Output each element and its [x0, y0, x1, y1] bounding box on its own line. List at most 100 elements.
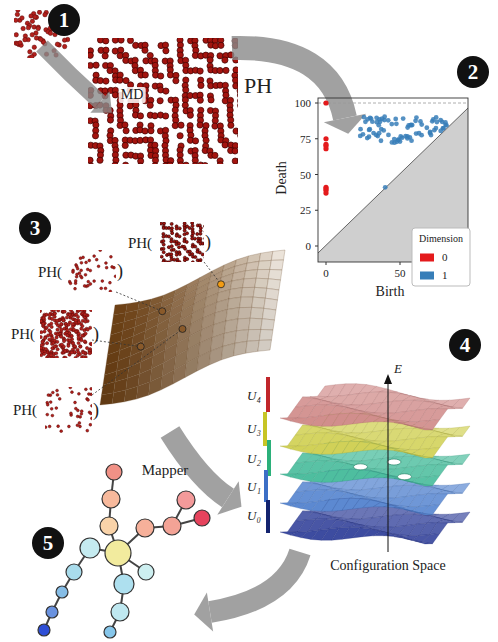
legend-title: Dimension: [419, 234, 463, 244]
particle: [204, 242, 205, 245]
dimension-1-point: [398, 134, 403, 139]
particle: [83, 340, 86, 343]
particle: [50, 322, 53, 325]
dimension-1-point: [409, 138, 414, 143]
leader-line: [116, 292, 166, 315]
particle: [60, 323, 63, 326]
particle: [44, 336, 47, 339]
particle: [105, 266, 108, 269]
sheet-cell: [430, 409, 448, 421]
particle: [162, 235, 165, 238]
tick-label: 75: [300, 134, 311, 145]
arrow-body: [210, 552, 300, 612]
dimension-1-point: [443, 122, 448, 127]
surface-cell: [238, 307, 252, 318]
particle: [43, 352, 46, 355]
particle: [60, 430, 63, 433]
particle: [67, 323, 70, 326]
persistence-diagram: [315, 98, 470, 286]
particle: [105, 262, 108, 265]
particle: [170, 240, 173, 243]
particle: [194, 245, 197, 248]
particle: [60, 343, 63, 346]
callout-text: 3: [30, 218, 41, 239]
particle: [93, 122, 99, 128]
ph-arrow: [232, 48, 366, 134]
particle: [178, 253, 181, 256]
surface-cell: [136, 382, 150, 399]
cover-interval: [264, 470, 268, 502]
particle: [122, 142, 128, 148]
particle: [73, 345, 76, 348]
particle: [178, 261, 181, 262]
surface-cell: [259, 251, 273, 261]
infinity-line: [318, 103, 468, 104]
surface-point: [137, 343, 144, 350]
particle: [170, 245, 173, 248]
particle: [103, 78, 109, 84]
particle: [81, 334, 84, 337]
legend-entry: 0: [420, 252, 448, 263]
particle: [68, 313, 71, 316]
particle: [177, 52, 183, 58]
particle: [88, 157, 93, 163]
legend-text: 1: [442, 270, 448, 281]
particle: [191, 261, 194, 262]
particle: [55, 42, 59, 46]
particle: [99, 250, 102, 252]
particle: [79, 345, 82, 348]
output-arrow: [194, 552, 300, 632]
particle: [157, 98, 163, 104]
particle: [237, 82, 238, 88]
tick: [315, 210, 318, 211]
particle: [84, 320, 87, 323]
arrow-body: [42, 46, 100, 102]
particle: [45, 326, 48, 329]
particle: [91, 404, 92, 407]
particle: [83, 285, 86, 288]
landscape-surface: [100, 250, 285, 405]
particle: [82, 356, 85, 358]
particle: [80, 339, 83, 342]
particle: [74, 287, 77, 290]
sheet-cell: [422, 475, 440, 485]
ph-operator: PH(: [13, 403, 37, 418]
callout-number: 2: [457, 56, 489, 88]
dimension-1-point: [431, 117, 436, 122]
sheet-cell: [452, 398, 470, 408]
particle: [194, 256, 197, 259]
particle: [142, 72, 148, 78]
particle: [185, 240, 188, 243]
legend-entry: 1: [420, 270, 448, 281]
particle: [184, 247, 187, 250]
surface-cell: [258, 260, 272, 269]
dimension-1-point: [434, 126, 439, 131]
particle: [111, 266, 114, 269]
sheet-cell: [422, 419, 440, 429]
particle: [93, 280, 96, 283]
tick-label: 25: [300, 205, 311, 216]
particle: [74, 401, 77, 404]
particle: [172, 107, 178, 113]
cover-label: U₄: [247, 389, 261, 402]
dimension-1-point: [367, 134, 372, 139]
particle: [48, 313, 51, 316]
tick-label: 50: [395, 268, 406, 279]
particle: [21, 26, 25, 30]
ph-bracket: ): [93, 401, 99, 419]
particle: [178, 122, 184, 128]
axis-title: Death: [275, 161, 289, 194]
sheet-hole: [398, 474, 412, 480]
particle: [69, 387, 72, 389]
particle: [74, 407, 77, 410]
particle: [167, 162, 173, 164]
particle: [183, 87, 189, 93]
dimension-0-point: [323, 100, 328, 105]
particle: [77, 321, 80, 324]
particle: [74, 319, 77, 322]
particle: [160, 255, 163, 258]
particle: [103, 47, 109, 53]
surface-cell: [246, 340, 260, 353]
particle: [90, 417, 92, 420]
process-label: PH: [244, 75, 272, 97]
